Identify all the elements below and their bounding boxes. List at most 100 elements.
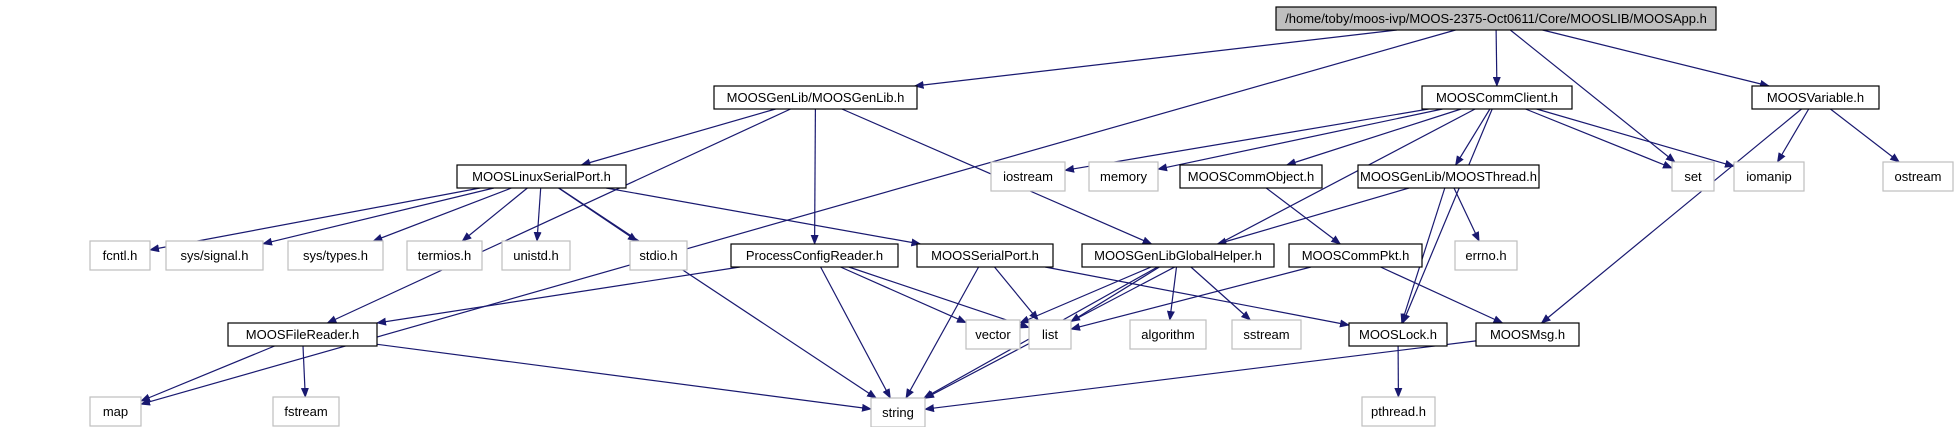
node-map: map bbox=[89, 396, 142, 427]
node-label: iostream bbox=[1003, 169, 1053, 184]
node-ostream: ostream bbox=[1882, 161, 1954, 192]
edge-processconfig-to-string bbox=[820, 266, 891, 399]
edge-root-to-genlib bbox=[913, 29, 1397, 89]
node-box bbox=[1475, 322, 1580, 347]
node-iomanip: iomanip bbox=[1733, 161, 1805, 192]
node-processconfig[interactable]: ProcessConfigReader.h bbox=[730, 243, 899, 268]
edge-commclient-to-iomanip bbox=[1536, 108, 1735, 168]
edge-thread-to-lock bbox=[1400, 187, 1446, 324]
edge-linuxserial-to-termios bbox=[461, 187, 528, 242]
node-box bbox=[730, 243, 899, 268]
node-label: MOOSGenLibGlobalHelper.h bbox=[1094, 248, 1262, 263]
node-root[interactable]: /home/toby/moos-ivp/MOOS-2375-Oct0611/Co… bbox=[1275, 6, 1717, 31]
node-box bbox=[1733, 161, 1805, 192]
node-label: termios.h bbox=[418, 248, 471, 263]
node-box bbox=[501, 240, 571, 271]
edge-serialport-to-string bbox=[905, 266, 980, 399]
node-box bbox=[713, 85, 918, 110]
node-label: memory bbox=[1100, 169, 1147, 184]
node-label: sys/types.h bbox=[303, 248, 368, 263]
edge-root-to-commclient bbox=[1492, 29, 1501, 87]
node-commclient[interactable]: MOOSCommClient.h bbox=[1421, 85, 1573, 110]
node-box bbox=[1129, 319, 1207, 350]
node-label: iomanip bbox=[1746, 169, 1792, 184]
edge-linuxserial-to-systypes bbox=[372, 187, 512, 242]
edge-processconfig-to-filereader bbox=[376, 266, 741, 326]
node-filereader[interactable]: MOOSFileReader.h bbox=[227, 322, 378, 347]
node-label: MOOSMsg.h bbox=[1490, 327, 1565, 342]
node-fcntl: fcntl.h bbox=[89, 240, 151, 271]
edge-commclient-to-thread bbox=[1455, 108, 1491, 166]
edge-linuxserial-to-signal bbox=[262, 187, 495, 246]
node-label: MOOSCommPkt.h bbox=[1302, 248, 1410, 263]
node-label: pthread.h bbox=[1371, 404, 1426, 419]
node-variable[interactable]: MOOSVariable.h bbox=[1751, 85, 1880, 110]
node-label: MOOSCommObject.h bbox=[1188, 169, 1314, 184]
node-label: MOOSLock.h bbox=[1359, 327, 1437, 342]
node-msg[interactable]: MOOSMsg.h bbox=[1475, 322, 1580, 347]
node-label: MOOSGenLib/MOOSThread.h bbox=[1360, 169, 1537, 184]
node-commpkt[interactable]: MOOSCommPkt.h bbox=[1288, 243, 1423, 268]
node-string: string bbox=[870, 397, 926, 427]
node-box bbox=[456, 164, 627, 189]
node-label: MOOSFileReader.h bbox=[246, 327, 359, 342]
edge-thread-to-globalhelper bbox=[1216, 187, 1410, 246]
edge-commclient-to-set bbox=[1525, 108, 1673, 169]
edge-commclient-to-lock bbox=[1402, 108, 1493, 324]
node-label: fstream bbox=[284, 404, 327, 419]
node-label: map bbox=[103, 404, 128, 419]
node-label: ostream bbox=[1895, 169, 1942, 184]
node-box bbox=[870, 397, 926, 427]
node-algorithm: algorithm bbox=[1129, 319, 1207, 350]
edge-linuxserial-to-fcntl bbox=[149, 187, 481, 253]
edge-linuxserial-to-string bbox=[558, 187, 877, 399]
edge-linuxserial-to-unistd bbox=[533, 187, 542, 242]
node-label: vector bbox=[975, 327, 1011, 342]
node-linuxserial[interactable]: MOOSLinuxSerialPort.h bbox=[456, 164, 627, 189]
edge-serialport-to-list bbox=[994, 266, 1039, 321]
node-box bbox=[1348, 322, 1448, 347]
node-pthread: pthread.h bbox=[1361, 396, 1436, 427]
edge-root-to-variable bbox=[1542, 29, 1770, 88]
node-serialport[interactable]: MOOSSerialPort.h bbox=[916, 243, 1054, 268]
edge-commclient-to-iostream bbox=[1064, 108, 1429, 173]
node-memory: memory bbox=[1088, 161, 1159, 192]
node-signal: sys/signal.h bbox=[165, 240, 264, 271]
node-genlib[interactable]: MOOSGenLib/MOOSGenLib.h bbox=[713, 85, 918, 110]
node-box bbox=[165, 240, 264, 271]
node-box bbox=[227, 322, 378, 347]
edge-processconfig-to-list bbox=[848, 266, 1030, 329]
node-box bbox=[1882, 161, 1954, 192]
node-unistd: unistd.h bbox=[501, 240, 571, 271]
file-nodes: /home/toby/moos-ivp/MOOS-2375-Oct0611/Co… bbox=[89, 6, 1954, 427]
node-box bbox=[1671, 161, 1715, 192]
node-label: ProcessConfigReader.h bbox=[746, 248, 883, 263]
edge-commpkt-to-list bbox=[1070, 266, 1312, 331]
edge-variable-to-ostream bbox=[1830, 108, 1900, 163]
node-list: list bbox=[1028, 319, 1072, 350]
node-box bbox=[89, 396, 142, 427]
node-thread[interactable]: MOOSGenLib/MOOSThread.h bbox=[1357, 164, 1540, 189]
node-box bbox=[1357, 164, 1540, 189]
node-lock[interactable]: MOOSLock.h bbox=[1348, 322, 1448, 347]
node-label: MOOSGenLib/MOOSGenLib.h bbox=[727, 90, 905, 105]
edge-globalhelper-to-vector bbox=[1019, 266, 1152, 324]
edge-filereader-to-fstream bbox=[300, 345, 309, 398]
node-termios: termios.h bbox=[406, 240, 483, 271]
node-set: set bbox=[1671, 161, 1715, 192]
node-label: fcntl.h bbox=[103, 248, 138, 263]
node-box bbox=[406, 240, 483, 271]
node-vector: vector bbox=[965, 319, 1021, 350]
edge-filereader-to-map bbox=[140, 345, 275, 402]
node-fstream: fstream bbox=[272, 396, 340, 427]
node-box bbox=[629, 240, 688, 271]
node-commobject[interactable]: MOOSCommObject.h bbox=[1179, 164, 1323, 189]
node-label: sstream bbox=[1243, 327, 1289, 342]
edge-msg-to-string bbox=[924, 340, 1477, 413]
node-box bbox=[1288, 243, 1423, 268]
node-globalhelper[interactable]: MOOSGenLibGlobalHelper.h bbox=[1081, 243, 1275, 268]
node-box bbox=[1454, 240, 1518, 271]
node-sstream: sstream bbox=[1231, 319, 1302, 350]
edge-genlib-to-processconfig bbox=[810, 108, 819, 245]
node-box bbox=[1081, 243, 1275, 268]
